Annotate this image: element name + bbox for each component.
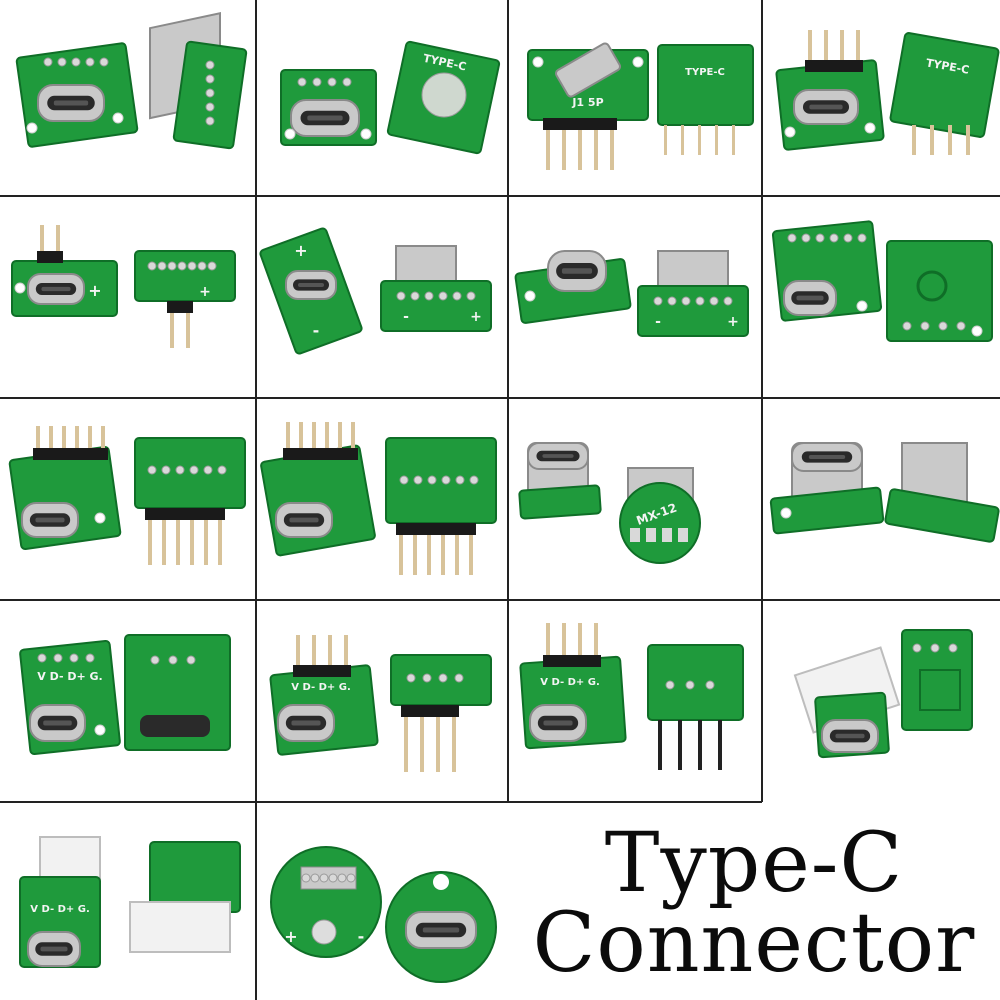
svg-text:-: - bbox=[358, 927, 365, 946]
product-photo-variant-5-2pin-vertical: ++ bbox=[0, 196, 256, 398]
svg-text:TYPE-C: TYPE-C bbox=[685, 67, 725, 78]
connector-illustration: V D- D+ G. bbox=[519, 623, 744, 770]
product-photo-variant-3-j1-5p-header: J1 5P TYPE-C bbox=[508, 0, 762, 196]
grid-divider-horizontal bbox=[0, 397, 1000, 399]
product-photo-variant-16-white-jst bbox=[762, 600, 1000, 802]
connector-illustration: V D- D+ G. bbox=[19, 634, 231, 756]
svg-text:+: + bbox=[88, 281, 101, 300]
grid-divider-horizontal bbox=[0, 599, 1000, 601]
grid-divider-horizontal bbox=[0, 801, 762, 803]
connector-illustration: V D- D+ G. bbox=[19, 836, 241, 968]
connector-illustration: MX-12 bbox=[518, 442, 701, 564]
product-photo-variant-12-vertical-small-pcb bbox=[762, 398, 1000, 600]
product-photo-variant-17-white-jst-small: V D- D+ G. bbox=[0, 802, 256, 1000]
title-line-2: Connector bbox=[532, 896, 976, 991]
svg-text:-: - bbox=[313, 321, 320, 340]
connector-illustration: TYPE-C bbox=[280, 40, 501, 155]
connector-illustration bbox=[8, 426, 246, 565]
product-photo-variant-9-6pin-header bbox=[0, 398, 256, 600]
svg-text:V D- D+ G.: V D- D+ G. bbox=[540, 677, 600, 688]
connector-illustration: ++ bbox=[11, 225, 236, 348]
product-photo-variant-4-4pin-header: TYPE-C bbox=[762, 0, 1000, 196]
svg-text:-: - bbox=[655, 314, 661, 330]
connector-illustration bbox=[771, 220, 993, 342]
svg-text:V D- D+ G.: V D- D+ G. bbox=[291, 682, 351, 693]
connector-illustration: J1 5P TYPE-C bbox=[527, 42, 754, 170]
product-photo-variant-14-4pin-header-angled: V D- D+ G. bbox=[256, 600, 508, 802]
connector-illustration bbox=[15, 12, 248, 150]
title-line-1: Type-C bbox=[604, 816, 904, 911]
product-photo-variant-8-6pin-pads bbox=[762, 196, 1000, 398]
product-photo-variant-13-4pin-pads: V D- D+ G. bbox=[0, 600, 256, 802]
product-photo-variant-6-vertical-plus-minus: + - - + bbox=[256, 196, 508, 398]
product-photo-variant-7-vertical-plus-minus-large: -+ bbox=[508, 196, 762, 398]
grid-divider-vertical bbox=[507, 0, 509, 802]
svg-text:+: + bbox=[727, 314, 739, 330]
svg-text:+: + bbox=[470, 309, 482, 325]
grid-divider-vertical bbox=[255, 0, 257, 1000]
connector-illustration: +- bbox=[270, 846, 497, 983]
product-photo-variant-2-flat-pcb-typec: TYPE-C bbox=[256, 0, 508, 196]
svg-text:+: + bbox=[199, 284, 211, 300]
connector-illustration bbox=[260, 422, 497, 575]
title-block: Type-C Connector bbox=[508, 808, 1000, 1000]
svg-text:V D- D+ G.: V D- D+ G. bbox=[37, 670, 102, 683]
product-photo-variant-18-round-pcb: +- bbox=[256, 802, 508, 1000]
grid-divider-vertical bbox=[761, 0, 763, 802]
svg-text:J1 5P: J1 5P bbox=[571, 96, 603, 109]
svg-text:+: + bbox=[294, 241, 307, 260]
product-photo-variant-15-4pin-header-straight: V D- D+ G. bbox=[508, 600, 762, 802]
connector-illustration: -+ bbox=[514, 250, 749, 337]
svg-text:V D- D+ G.: V D- D+ G. bbox=[30, 904, 90, 915]
grid-divider-horizontal bbox=[0, 195, 1000, 197]
product-photo-variant-10-6pin-header-tall bbox=[256, 398, 508, 600]
connector-illustration: + - - + bbox=[259, 227, 492, 355]
svg-text:-: - bbox=[403, 309, 409, 325]
connector-illustration: V D- D+ G. bbox=[269, 635, 492, 772]
product-photo-variant-1-flat-pcb-5pin bbox=[0, 0, 256, 196]
connector-illustration bbox=[769, 442, 1000, 543]
connector-illustration: TYPE-C bbox=[775, 30, 1000, 155]
product-photo-variant-11-vertical-mx12: MX-12 bbox=[508, 398, 762, 600]
svg-text:+: + bbox=[284, 927, 297, 946]
connector-illustration bbox=[793, 629, 973, 759]
